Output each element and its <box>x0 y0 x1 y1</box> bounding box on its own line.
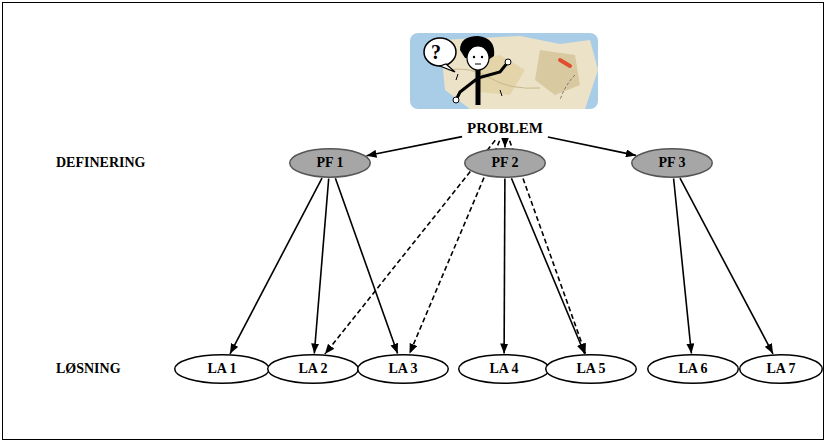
solid-arrow <box>674 179 692 354</box>
solid-arrow <box>314 179 328 354</box>
solid-arrow <box>504 141 506 148</box>
node-text: PF 1 <box>316 155 343 170</box>
picture-ground <box>410 33 598 109</box>
definition-ellipse: PF 1 <box>289 148 371 178</box>
solution-ellipse: LA 6 <box>647 354 739 384</box>
solid-arrow <box>503 179 505 354</box>
node-text: LA 1 <box>207 361 236 376</box>
definition-ellipse: PF 2 <box>464 148 546 178</box>
solid-arrow <box>511 178 584 353</box>
solution-ellipse: LA 2 <box>267 354 359 384</box>
node-text: LA 4 <box>489 361 518 376</box>
solution-ellipse: LA 1 <box>174 354 270 384</box>
node-text: PF 2 <box>491 155 518 170</box>
solid-arrow <box>230 178 322 354</box>
solid-arrow <box>367 137 463 156</box>
solid-arrow <box>335 178 397 353</box>
solution-ellipse: LA 5 <box>545 354 637 384</box>
solution-ellipse: LA 4 <box>458 354 550 384</box>
map-background <box>440 36 598 109</box>
node-text: LA 5 <box>576 361 605 376</box>
question-mark: ? <box>431 41 441 64</box>
solid-arrow <box>548 137 636 155</box>
problem-node: PROBLEM <box>465 118 545 138</box>
row-label: DEFINERING <box>56 155 145 171</box>
node-text: PROBLEM <box>467 120 543 137</box>
node-text: PF 3 <box>658 155 685 170</box>
node-text: LA 7 <box>766 361 795 376</box>
node-text: LA 2 <box>298 361 327 376</box>
solution-ellipse: LA 3 <box>357 354 449 384</box>
node-text: LA 6 <box>678 361 707 376</box>
row-label: LØSNING <box>56 361 121 377</box>
solid-arrow <box>680 178 773 354</box>
solution-ellipse: LA 7 <box>739 354 823 384</box>
node-text: LA 3 <box>388 361 417 376</box>
definition-ellipse: PF 3 <box>631 148 713 178</box>
puzzled-figure <box>424 36 511 105</box>
